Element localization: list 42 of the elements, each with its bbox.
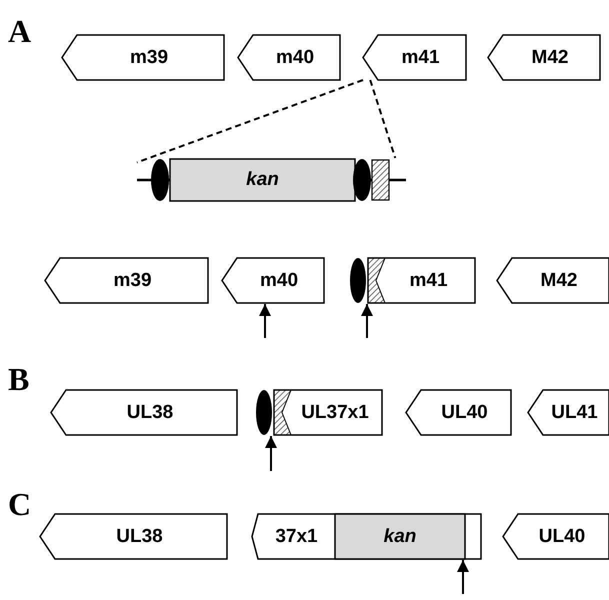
gene-block [488,35,600,80]
gene-block [62,35,224,80]
gene-label: M42 [540,270,578,292]
gene-label: m40 [258,270,300,292]
gene-label: m41 [400,46,441,68]
arrow [457,560,469,594]
gene-label: m39 [128,46,170,68]
gene-block [528,390,609,435]
gene-label: UL40 [538,526,586,548]
gene-box [274,390,382,435]
gene-label: m39 [112,270,153,292]
gene-block [51,390,237,435]
gene-label: 37x1 [274,526,319,548]
gene-label: UL37x1 [300,402,370,424]
gene-label: UL38 [126,402,174,424]
gene-label: M42 [530,46,570,68]
gene-label: kan [245,169,280,191]
gene-label: UL41 [550,402,599,424]
gene-block [222,258,324,303]
gene-label: m40 [274,46,316,68]
gene-label: UL38 [115,526,164,548]
panel-label: B [8,362,30,396]
gene-block [497,258,609,303]
arrow [265,436,277,471]
gene-block [45,258,208,303]
gene-label: UL40 [440,402,489,424]
arrow [361,304,373,338]
dashed-line [369,80,396,158]
gene-block [503,514,609,559]
gene-box [368,258,475,303]
gene-block [238,35,340,80]
gene-block [406,390,511,435]
arrow [259,304,271,338]
gene-block [40,514,227,559]
fusion-gene-block [252,514,481,559]
gene-label: kan [382,526,418,548]
panel-label: C [8,487,32,521]
panel-label: A [8,14,32,48]
resistance-cassette-drawing [137,158,406,202]
gene-block [363,35,466,80]
gene-label: m41 [408,270,449,292]
dashed-line [136,79,364,164]
